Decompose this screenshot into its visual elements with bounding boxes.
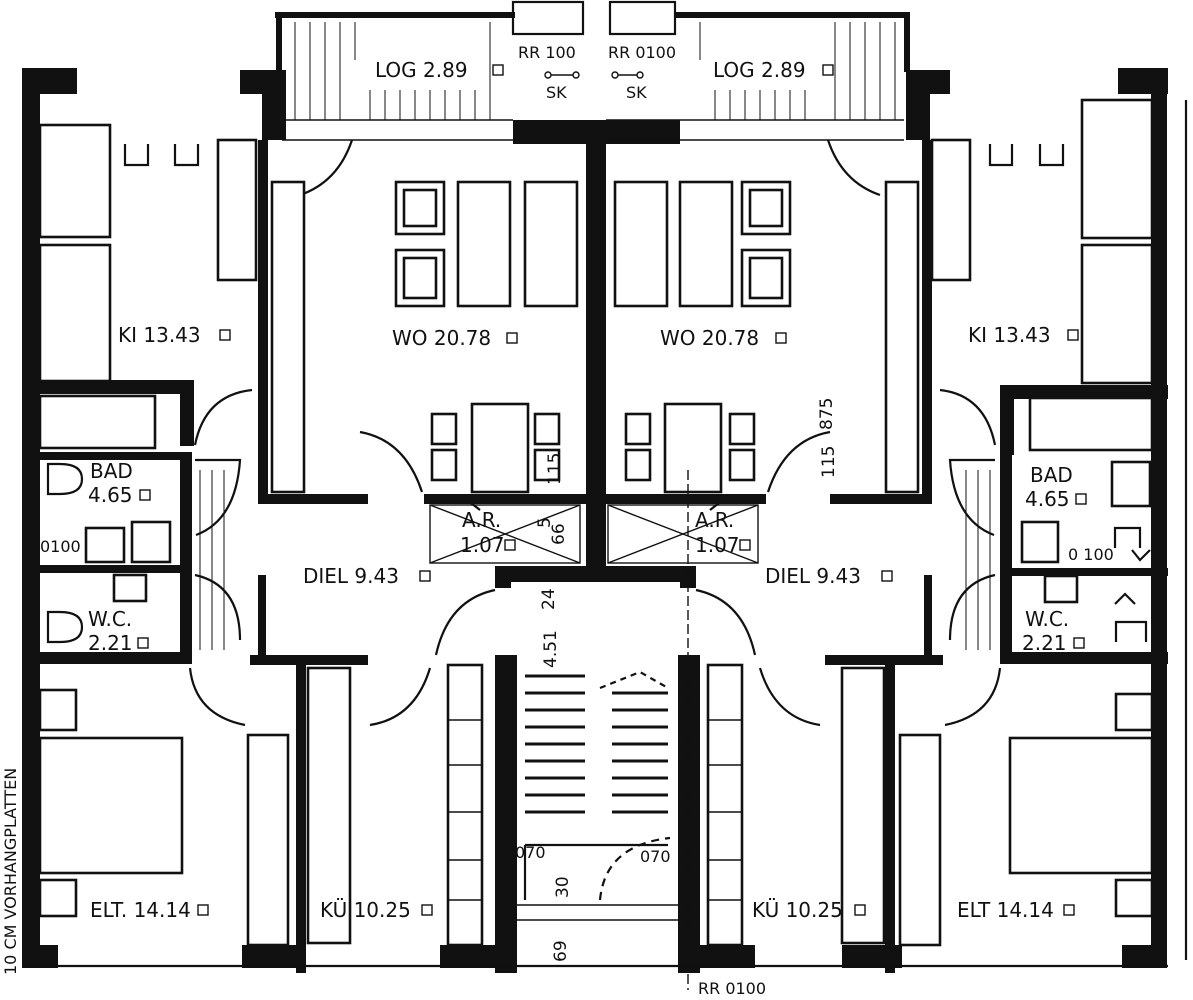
area-mark xyxy=(739,539,751,551)
room-label-wohnen-left: WO 20.78 xyxy=(392,326,491,350)
dimension-24: 24 xyxy=(539,588,559,610)
area-mark xyxy=(492,64,504,76)
room-label-ar-area-left: 1.07 xyxy=(460,533,505,557)
dimension-4-51: 4.51 xyxy=(541,630,561,668)
room-label-loggia-left: LOG 2.89 xyxy=(375,58,468,82)
area-mark xyxy=(1067,329,1079,341)
area-mark xyxy=(1073,637,1085,649)
room-label-bad-right: BAD xyxy=(1030,463,1073,487)
stair-pipe-label-left: 070 xyxy=(515,843,546,862)
area-mark xyxy=(1063,904,1075,916)
pipe-label-left-bath: 0100 xyxy=(40,537,81,556)
dimension-875: 875 xyxy=(817,398,837,430)
storage-crosses xyxy=(429,504,759,564)
stairs xyxy=(517,470,689,990)
walls xyxy=(22,0,1188,973)
area-mark xyxy=(822,64,834,76)
room-label-eltern-right: ELT 14.14 xyxy=(957,898,1054,922)
area-mark xyxy=(139,489,151,501)
area-mark xyxy=(219,329,231,341)
room-label-eltern-left: ELT. 14.14 xyxy=(90,898,191,922)
dimension-66: 66 xyxy=(549,523,569,545)
dimension-115-right: 115 xyxy=(819,446,839,478)
dimension-30: 30 xyxy=(553,876,573,898)
rr-label-left: RR 100 xyxy=(518,43,576,62)
room-label-ar-left: A.R. xyxy=(462,508,501,532)
dimension-5: 5 xyxy=(535,517,555,528)
shaft-symbols xyxy=(544,71,644,79)
room-label-diele-left: DIEL 9.43 xyxy=(303,564,399,588)
room-label-wc-area-left: 2.21 xyxy=(88,631,133,655)
door-swings xyxy=(188,139,1002,901)
room-label-ar-area-right: 1.07 xyxy=(695,533,740,557)
room-labels: LOG 2.89 LOG 2.89 WO 20.78 WO 20.78 KI 1… xyxy=(88,58,1087,922)
area-mark xyxy=(1075,493,1087,505)
room-label-bad-left: BAD xyxy=(90,459,133,483)
dimension-69: 69 xyxy=(551,940,571,962)
room-label-kind-right: KI 13.43 xyxy=(968,323,1051,347)
area-mark xyxy=(506,332,518,344)
area-mark xyxy=(137,637,149,649)
stair-pipe-label-right: 070 xyxy=(640,847,671,866)
room-label-bad-area-right: 4.65 xyxy=(1025,487,1070,511)
area-mark xyxy=(775,332,787,344)
room-label-kueche-left: KÜ 10.25 xyxy=(320,898,411,922)
area-mark xyxy=(504,539,516,551)
room-label-wc-left: W.C. xyxy=(88,607,132,631)
pipe-label-right-bath: 0 100 xyxy=(1068,545,1114,564)
area-mark xyxy=(197,904,209,916)
room-label-ar-right: A.R. xyxy=(695,508,734,532)
room-label-loggia-right: LOG 2.89 xyxy=(713,58,806,82)
room-label-diele-right: DIEL 9.43 xyxy=(765,564,861,588)
dimension-115-center: 115 xyxy=(545,453,565,485)
sk-label-right: SK xyxy=(626,83,647,102)
area-mark xyxy=(421,904,433,916)
side-note-curtain-panels: 10 CM VORHANGPLATTEN xyxy=(1,768,20,975)
loggia-railing-hatching xyxy=(282,22,904,141)
area-mark xyxy=(854,904,866,916)
annotations: RR 100 SK RR 0100 SK 0100 0 100 RR 0100 … xyxy=(1,43,1114,998)
room-label-kind-left: KI 13.43 xyxy=(118,323,201,347)
rr-label-right: RR 0100 xyxy=(608,43,676,62)
area-mark xyxy=(881,570,893,582)
room-label-wc-right: W.C. xyxy=(1025,607,1069,631)
room-label-wohnen-right: WO 20.78 xyxy=(660,326,759,350)
rr-label-bottom: RR 0100 xyxy=(698,979,766,998)
room-label-bad-area-left: 4.65 xyxy=(88,483,133,507)
room-label-wc-area-right: 2.21 xyxy=(1022,631,1067,655)
furniture xyxy=(38,98,1154,947)
area-mark xyxy=(419,570,431,582)
room-label-kueche-right: KÜ 10.25 xyxy=(752,898,843,922)
sk-label-left: SK xyxy=(546,83,567,102)
